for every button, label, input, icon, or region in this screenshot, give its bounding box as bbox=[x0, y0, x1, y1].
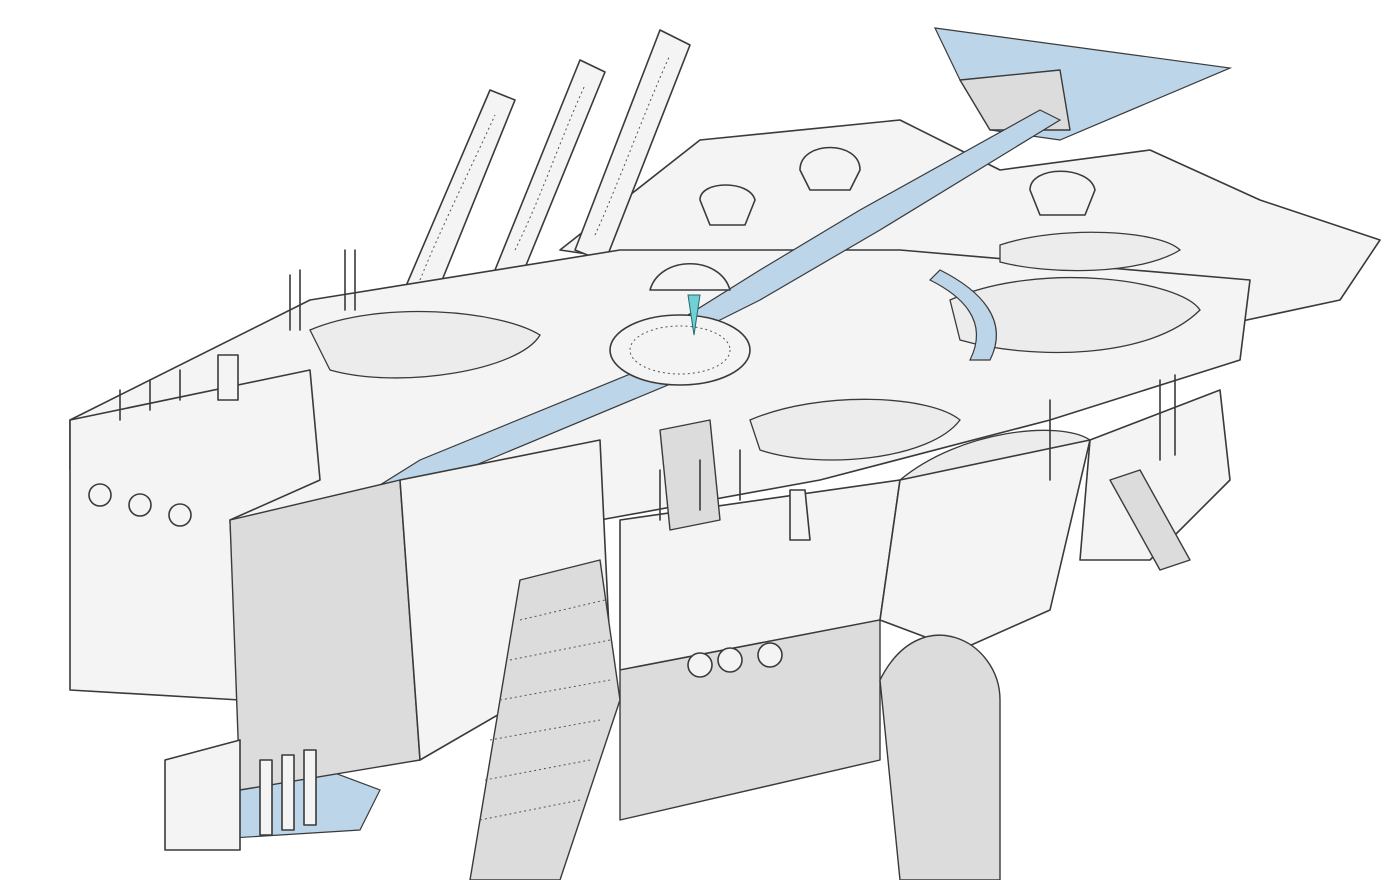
central-plaza bbox=[609, 146, 1096, 386]
crystal bbox=[687, 294, 701, 336]
right-fortress bbox=[619, 389, 1231, 880]
terraced-field bbox=[309, 310, 541, 379]
pillars bbox=[119, 249, 1176, 521]
staircases bbox=[469, 419, 1191, 880]
